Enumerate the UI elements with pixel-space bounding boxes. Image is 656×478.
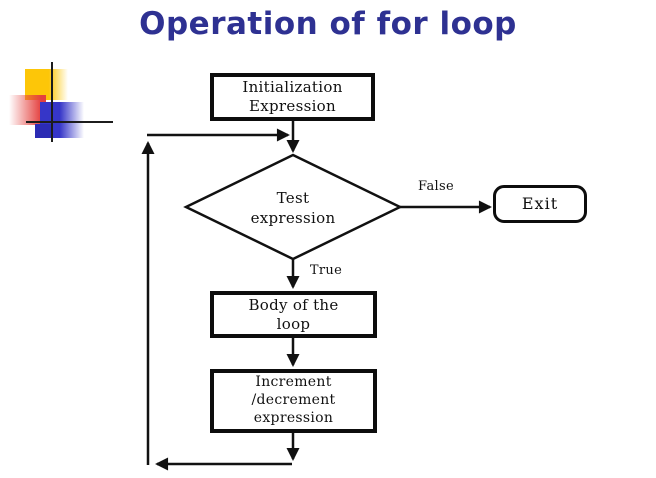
node-initialization-line2: Expression [249, 97, 336, 115]
decoration-blue-small-square [35, 124, 51, 138]
node-initialization-line1: Initialization [242, 78, 343, 97]
node-body-line2: loop [276, 314, 311, 333]
node-body: Body of the loop [210, 291, 377, 338]
node-test-expression: Test expression [233, 189, 353, 228]
node-exit-label: Exit [521, 194, 559, 213]
node-body-line1: Body of the [248, 295, 339, 314]
node-increment-line3: expression [253, 409, 334, 426]
branch-label-false: False [418, 179, 454, 194]
node-initialization: Initialization Expression [210, 73, 375, 121]
decoration-vertical-line [51, 62, 53, 142]
node-increment-line1: Increment [255, 374, 332, 391]
decoration-horizontal-line [26, 121, 113, 123]
node-exit: Exit [493, 185, 587, 223]
decoration-yellow-square [25, 69, 68, 100]
branch-label-true: True [309, 263, 343, 278]
node-test-line2: expression [250, 208, 336, 227]
node-increment-line2: /decrement [251, 392, 336, 409]
decision-diamond [183, 153, 403, 261]
node-test-line1: Test [276, 189, 310, 207]
slide-title: Operation of for loop [139, 6, 517, 42]
node-increment: Increment /decrement expression [210, 369, 377, 433]
decoration-red-square [7, 95, 46, 125]
